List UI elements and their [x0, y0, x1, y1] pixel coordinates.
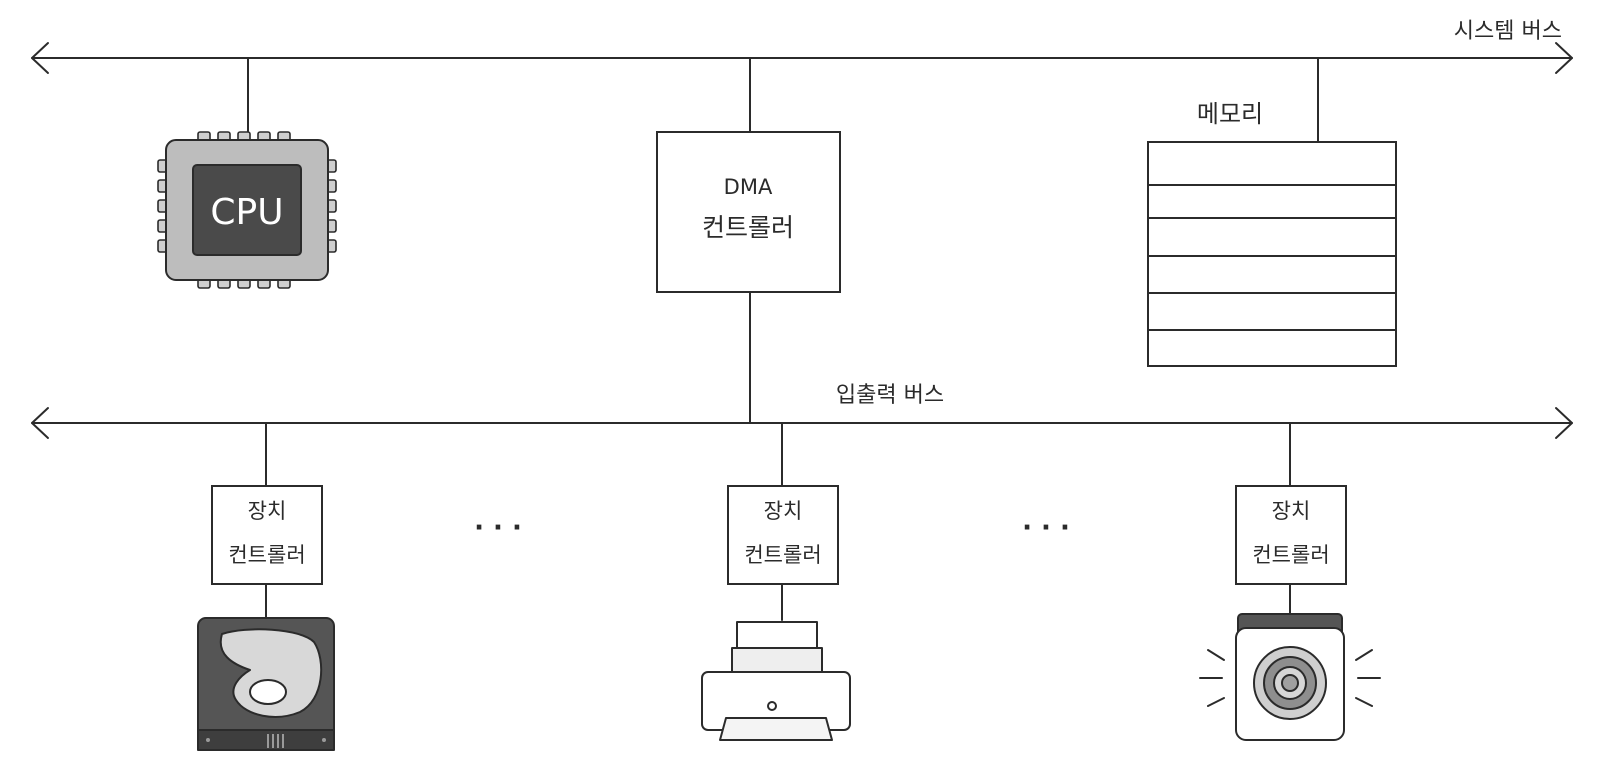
- system-bus-right-arrow: [1555, 42, 1573, 74]
- io-bus-label: 입출력 버스: [836, 383, 944, 408]
- io-bus: [31, 407, 1573, 439]
- device-controller-2: [727, 485, 839, 585]
- io-bus-right-arrow: [1555, 407, 1573, 439]
- hard-disk-icon: [197, 617, 335, 751]
- dma-label-line1: DMA: [724, 175, 773, 199]
- system-bus: [31, 42, 1573, 74]
- device-controller-3-line1: 장치: [1272, 499, 1311, 523]
- cpu-chip-icon: [157, 131, 337, 289]
- printer-icon: [701, 621, 851, 741]
- system-bus-left-arrow: [31, 42, 49, 74]
- io-bus-left-arrow: [31, 407, 49, 439]
- ellipsis-2: · · ·: [1022, 513, 1070, 543]
- system-bus-label: 시스템 버스: [1454, 19, 1562, 44]
- dma-controller-box: [656, 131, 841, 293]
- memory-label: 메모리: [1197, 100, 1263, 128]
- dma-label-line2: 컨트롤러: [702, 213, 794, 242]
- device-controller-3-line2: 컨트롤러: [1252, 543, 1329, 567]
- device-controller-1-line2: 컨트롤러: [228, 543, 305, 567]
- device-controller-1-line1: 장치: [248, 499, 287, 523]
- memory-block: [1147, 141, 1397, 367]
- device-controller-2-line2: 컨트롤러: [744, 543, 821, 567]
- speaker-icon: [1199, 613, 1381, 741]
- ellipsis-1: · · ·: [474, 513, 522, 543]
- cpu-label: CPU: [210, 192, 283, 233]
- device-controller-3: [1235, 485, 1347, 585]
- device-controller-1: [211, 485, 323, 585]
- device-controller-2-line1: 장치: [764, 499, 803, 523]
